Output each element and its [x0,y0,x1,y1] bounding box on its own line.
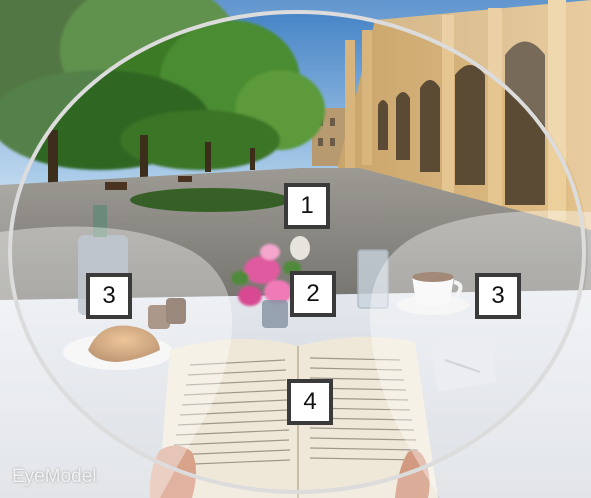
lens-outline [8,10,586,494]
zone-label-intermediate: 2 [290,271,336,317]
zone-label-peripheral-right: 3 [475,273,521,319]
zone-label-far: 1 [284,183,330,229]
zone-label-near: 4 [287,379,333,425]
zone-label-peripheral-left: 3 [86,273,132,319]
peripheral-zone-right [369,210,591,498]
eyemodel-watermark: EyeModel [12,466,97,487]
peripheral-zone-left [0,226,233,498]
